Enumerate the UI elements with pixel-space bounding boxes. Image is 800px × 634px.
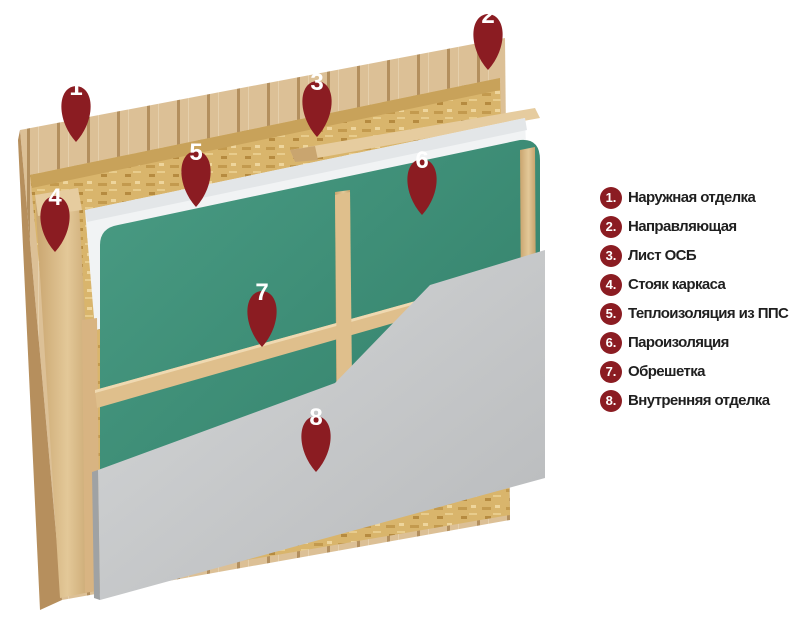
svg-text:4: 4 [48, 184, 62, 211]
marker-8: 8 [301, 404, 331, 472]
legend-item: 2. Направляющая [600, 212, 798, 241]
legend-item: 5. Теплоизоляция из ППС [600, 299, 798, 328]
svg-text:2: 2 [481, 2, 494, 29]
legend-number-badge: 3. [600, 244, 622, 267]
legend-number-badge: 8. [600, 389, 622, 412]
svg-text:1: 1 [69, 74, 82, 101]
marker-5: 5 [181, 139, 211, 207]
top-rail-layer [290, 108, 540, 162]
legend-item: 1. Наружная отделка [600, 183, 798, 212]
legend-item: 4. Стояк каркаса [600, 270, 798, 299]
svg-text:8: 8 [309, 404, 322, 431]
legend-number-badge: 1. [600, 186, 622, 209]
svg-text:6: 6 [415, 147, 428, 174]
legend-number-badge: 2. [600, 215, 622, 238]
marker-6: 6 [407, 147, 437, 215]
svg-text:5: 5 [189, 139, 202, 166]
legend-label: Обрешетка [628, 363, 705, 380]
legend-number-badge: 5. [600, 302, 622, 325]
legend-number-badge: 6. [600, 331, 622, 354]
marker-4: 4 [40, 184, 70, 252]
legend-label: Стояк каркаса [628, 276, 726, 293]
marker-3: 3 [302, 69, 332, 137]
marker-2: 2 [473, 2, 503, 70]
legend-label: Наружная отделка [628, 189, 756, 206]
legend-item: 6. Пароизоляция [600, 328, 798, 357]
svg-text:7: 7 [255, 279, 268, 306]
legend-label: Теплоизоляция из ППС [628, 305, 789, 322]
legend-label: Направляющая [628, 218, 737, 235]
legend-label: Пароизоляция [628, 334, 729, 351]
legend-label: Внутренняя отделка [628, 392, 770, 409]
legend-item: 8. Внутренняя отделка [600, 386, 798, 415]
legend: 1. Наружная отделка 2. Направляющая 3. Л… [600, 183, 798, 415]
legend-number-badge: 4. [600, 273, 622, 296]
legend-number-badge: 7. [600, 360, 622, 383]
legend-label: Лист ОСБ [628, 247, 697, 264]
marker-7: 7 [247, 279, 277, 347]
legend-item: 7. Обрешетка [600, 357, 798, 386]
legend-item: 3. Лист ОСБ [600, 241, 798, 270]
svg-text:3: 3 [310, 69, 323, 96]
marker-1: 1 [61, 74, 91, 142]
